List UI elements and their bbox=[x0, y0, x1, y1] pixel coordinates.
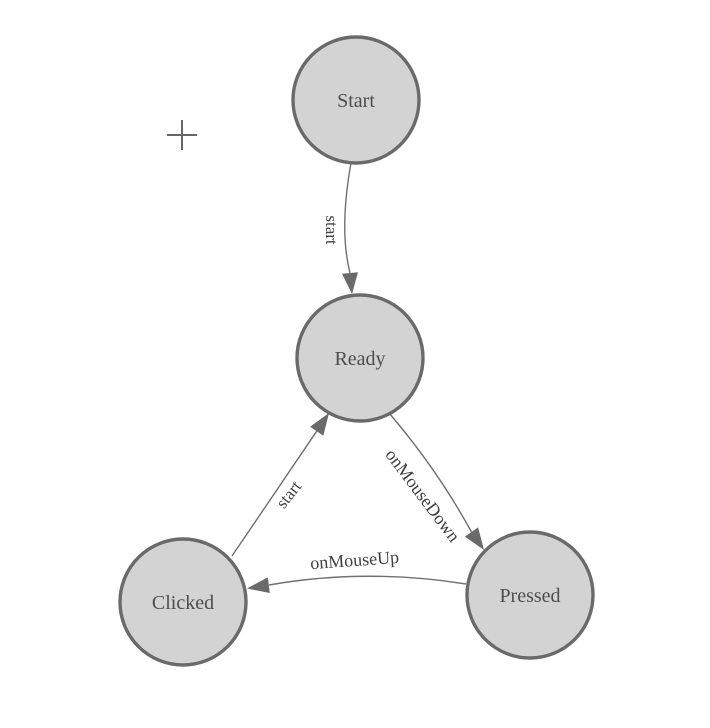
edge-clicked-to-ready-label: start bbox=[272, 477, 305, 512]
node-clicked-label: Clicked bbox=[152, 592, 214, 614]
edge-pressed-to-clicked-label: onMouseUp bbox=[309, 547, 399, 573]
edge-start-to-ready-arrowhead-icon bbox=[342, 272, 358, 294]
node-pressed-circle[interactable] bbox=[465, 530, 595, 660]
node-ready[interactable]: Ready bbox=[295, 293, 425, 423]
node-start-circle[interactable] bbox=[291, 35, 421, 165]
edge-ready-to-pressed[interactable]: onMouseDown bbox=[381, 412, 484, 550]
node-ready-label: Ready bbox=[334, 348, 385, 370]
edge-start-to-ready[interactable]: start bbox=[322, 162, 358, 294]
edge-ready-to-pressed-line[interactable] bbox=[388, 412, 473, 533]
edge-pressed-to-clicked-line[interactable] bbox=[268, 575, 467, 586]
node-ready-circle[interactable] bbox=[295, 293, 425, 423]
edge-ready-to-pressed-arrowhead-icon bbox=[464, 527, 484, 550]
node-clicked[interactable]: Clicked bbox=[118, 537, 248, 667]
node-start[interactable]: Start bbox=[291, 35, 421, 165]
edge-clicked-to-ready[interactable]: start bbox=[231, 413, 329, 557]
edge-clicked-to-ready-line[interactable] bbox=[231, 430, 318, 557]
edge-start-to-ready-label: start bbox=[322, 215, 341, 245]
node-pressed-label: Pressed bbox=[499, 585, 560, 607]
edge-pressed-to-clicked-arrowhead-icon bbox=[247, 577, 270, 593]
edge-ready-to-pressed-label: onMouseDown bbox=[381, 445, 464, 546]
crosshair-cursor bbox=[167, 120, 197, 150]
node-clicked-circle[interactable] bbox=[118, 537, 248, 667]
node-pressed[interactable]: Pressed bbox=[465, 530, 595, 660]
edge-start-to-ready-line[interactable] bbox=[344, 162, 352, 274]
node-start-label: Start bbox=[337, 90, 375, 112]
edge-clicked-to-ready-arrowhead-icon bbox=[310, 413, 329, 436]
edge-pressed-to-clicked[interactable]: onMouseUp bbox=[247, 547, 467, 593]
